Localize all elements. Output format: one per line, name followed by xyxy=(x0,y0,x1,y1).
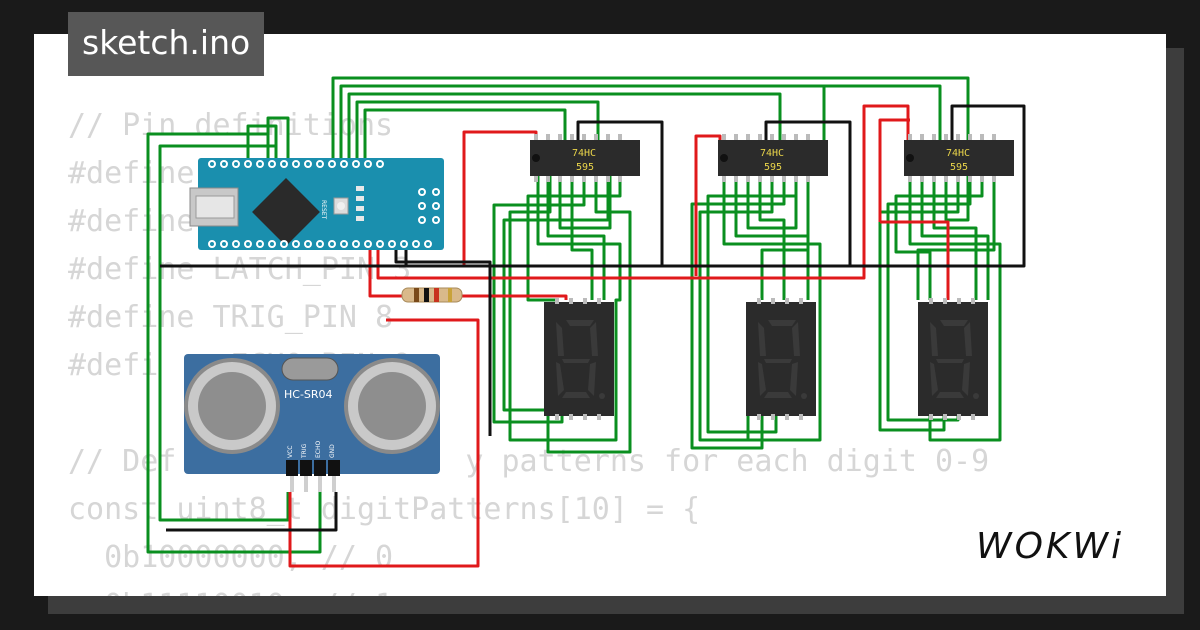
seven-segment-display-3[interactable] xyxy=(918,298,988,420)
crystal-oscillator xyxy=(281,357,339,381)
board-header-pins xyxy=(208,160,440,248)
chip-label: 595 xyxy=(950,162,968,173)
code-line: #define LATCH_PIN 3 xyxy=(68,252,412,287)
chip-label: 74HC xyxy=(572,148,596,159)
green-wires xyxy=(146,76,1002,554)
code-line: 0b10000000, // 0 xyxy=(68,540,394,575)
sensor-label: HC-SR04 xyxy=(284,388,333,401)
shift-register-3[interactable]: 74HC 595 xyxy=(904,134,1014,182)
pin-label-vcc: VCC xyxy=(287,446,294,458)
seven-segment-display-2[interactable] xyxy=(746,298,816,420)
code-line: // Def y patterns for each digit 0-9 xyxy=(68,444,990,479)
code-line: 0b11110010, // 1 xyxy=(68,582,989,596)
code-line: #define TRIG_PIN 8 xyxy=(68,300,394,335)
arduino-nano-board[interactable]: RESET xyxy=(189,158,444,250)
pin-label-gnd: GND xyxy=(329,444,336,458)
file-title-tab[interactable]: sketch.ino xyxy=(68,12,265,76)
code-line: // Pin definitions xyxy=(68,108,394,143)
black-wires xyxy=(160,104,1026,532)
mcu-chip xyxy=(252,178,320,246)
chip-label: 595 xyxy=(764,162,782,173)
code-line: #define xyxy=(68,156,195,191)
chip-label: 74HC xyxy=(760,148,784,159)
seven-segment-display-1[interactable] xyxy=(544,298,614,420)
pin-label-echo: ECHO xyxy=(315,441,322,458)
pin-label-trig: TRIG xyxy=(301,443,308,459)
reset-label: RESET xyxy=(320,200,327,220)
hc-sr04-sensor[interactable]: HC-SR04 VCC TRIG ECHO GND xyxy=(184,354,440,492)
shift-register-1[interactable]: 74HC 595 xyxy=(530,134,640,182)
chip-label: 74HC xyxy=(946,148,970,159)
chip-label: 595 xyxy=(576,162,594,173)
board-leds xyxy=(356,186,364,221)
code-line: #define xyxy=(68,204,195,239)
resistor[interactable] xyxy=(401,287,463,303)
shift-register-2[interactable]: 74HC 595 xyxy=(718,134,828,182)
wokwi-logo: WOKWi xyxy=(976,526,1125,567)
